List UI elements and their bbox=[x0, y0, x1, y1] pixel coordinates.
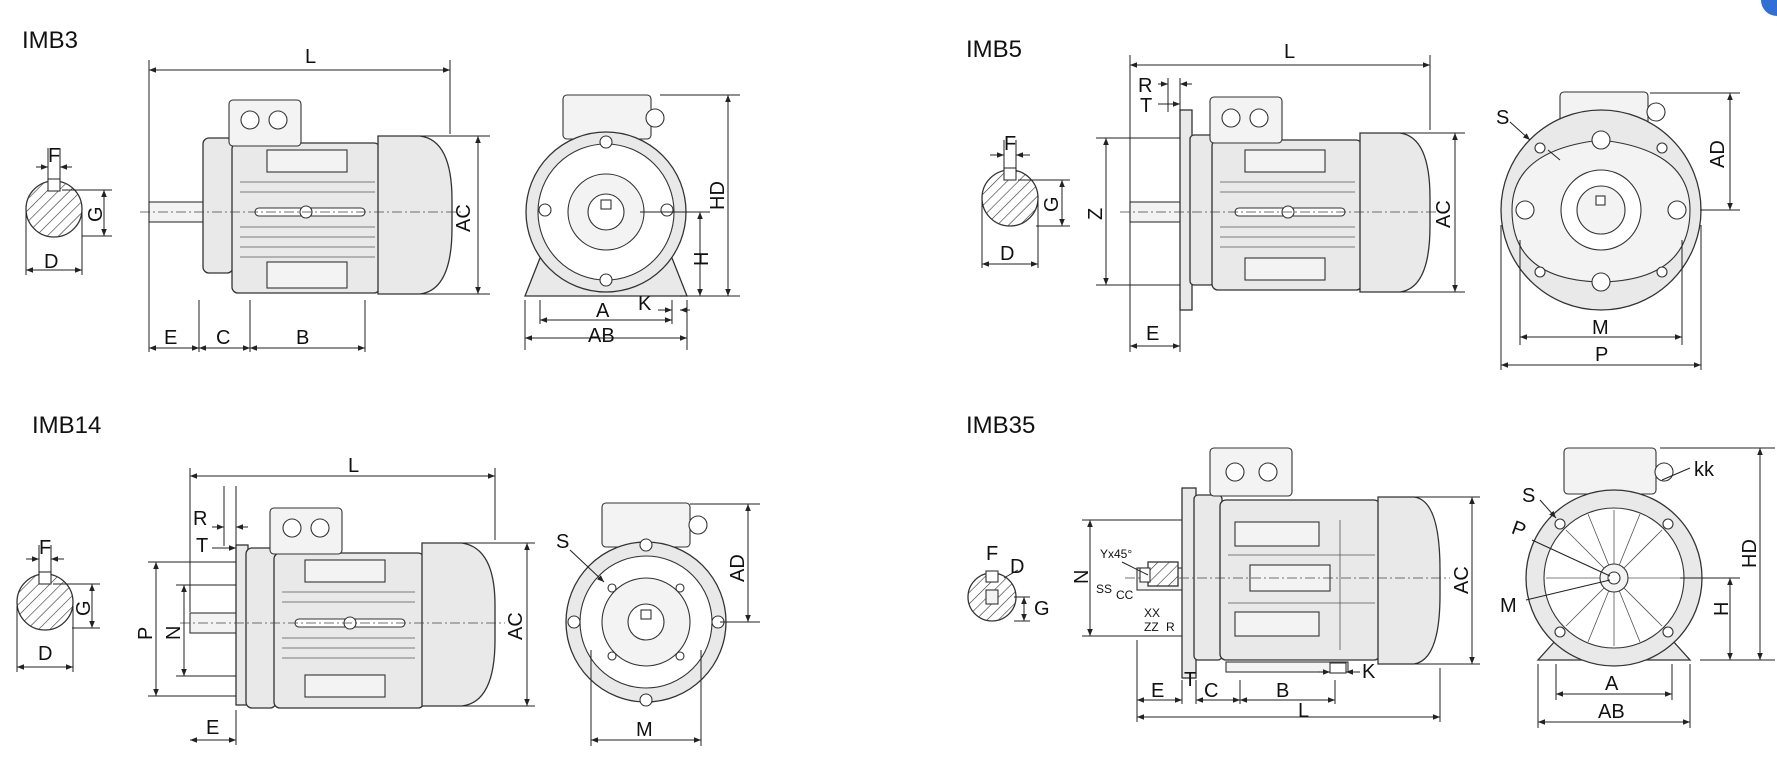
imb3-front-dims: HD H A AB K bbox=[524, 94, 740, 350]
label-xx: XX bbox=[1144, 606, 1160, 620]
label-D: D bbox=[38, 643, 52, 665]
label-AD: AD bbox=[727, 554, 749, 582]
label-G: G bbox=[85, 206, 107, 222]
label-AC: AC bbox=[453, 204, 475, 232]
label-F: F bbox=[1004, 133, 1016, 155]
imb3-front-view bbox=[524, 94, 688, 297]
label-Z: Z bbox=[1085, 208, 1107, 220]
label-S: S bbox=[1522, 485, 1535, 507]
label-A: A bbox=[1605, 673, 1619, 695]
imb14-side-view bbox=[180, 507, 505, 709]
corner-badge bbox=[1761, 0, 1777, 16]
title-imb14: IMB14 bbox=[32, 412, 101, 439]
label-S: S bbox=[556, 531, 569, 553]
label-D: D bbox=[1000, 243, 1014, 265]
label-F: F bbox=[39, 537, 51, 559]
label-D: D bbox=[44, 251, 58, 273]
imb35-side-view bbox=[1125, 447, 1450, 679]
label-H: H bbox=[1711, 602, 1733, 616]
imb3-side-dims: L AC E C B bbox=[148, 46, 490, 352]
label-HD: HD bbox=[707, 181, 729, 210]
label-M: M bbox=[1592, 317, 1609, 339]
title-imb3: IMB3 bbox=[22, 27, 78, 54]
imb35-shaft-section: F D G bbox=[967, 543, 1050, 622]
label-E: E bbox=[1151, 680, 1164, 702]
label-S: S bbox=[1496, 107, 1509, 129]
label-R: R bbox=[1166, 620, 1175, 634]
imb35-side-dims: N Yx45° SS CC XX ZZ R E T C B L K bbox=[1071, 496, 1480, 722]
label-M: M bbox=[1500, 595, 1517, 617]
imb5-shaft-section: F G D bbox=[981, 133, 1070, 268]
title-imb5: IMB5 bbox=[966, 36, 1022, 63]
label-T: T bbox=[1184, 669, 1196, 691]
view-imb35: IMB35 F D G bbox=[966, 412, 1775, 728]
imb5-side-dims: L R T Z E AC bbox=[1085, 41, 1465, 352]
label-F: F bbox=[986, 543, 998, 565]
label-F: F bbox=[48, 145, 60, 167]
label-R: R bbox=[193, 508, 207, 530]
label-AB: AB bbox=[1598, 701, 1625, 723]
label-H: H bbox=[691, 252, 713, 266]
imb14-front-dims: AD S M bbox=[556, 503, 760, 746]
label-AB: AB bbox=[588, 325, 615, 347]
label-HD: HD bbox=[1739, 539, 1761, 568]
label-L: L bbox=[1284, 41, 1295, 63]
label-AC: AC bbox=[1433, 200, 1455, 228]
label-L: L bbox=[348, 455, 359, 477]
imb5-front-dims: AD S M P bbox=[1496, 92, 1740, 370]
label-T: T bbox=[196, 535, 208, 557]
label-AC: AC bbox=[1451, 566, 1473, 594]
label-B: B bbox=[296, 327, 309, 349]
label-K: K bbox=[1362, 661, 1376, 683]
view-imb14: IMB14 F G D bbox=[16, 412, 760, 746]
label-AC: AC bbox=[505, 612, 527, 640]
label-L: L bbox=[305, 46, 316, 68]
imb35-front-dims: kk HD H S P M A AB bbox=[1500, 447, 1775, 728]
label-D: D bbox=[1010, 556, 1024, 578]
label-kk: kk bbox=[1694, 459, 1715, 481]
view-imb3: IMB3 F G D bbox=[22, 27, 740, 352]
imb14-front-view bbox=[565, 502, 727, 707]
imb35-front-view bbox=[1525, 447, 1703, 667]
label-P: P bbox=[1595, 344, 1608, 366]
label-cc: CC bbox=[1116, 588, 1134, 602]
label-P: P bbox=[135, 627, 157, 640]
label-C: C bbox=[216, 327, 230, 349]
label-G: G bbox=[1034, 598, 1050, 620]
label-N: N bbox=[1071, 570, 1093, 584]
label-E: E bbox=[1146, 323, 1159, 345]
imb3-side-view bbox=[140, 99, 462, 295]
imb5-front-view bbox=[1500, 91, 1702, 311]
label-L: L bbox=[1298, 700, 1309, 722]
label-E: E bbox=[206, 717, 219, 739]
label-R: R bbox=[1138, 75, 1152, 97]
label-E: E bbox=[164, 327, 177, 349]
label-G: G bbox=[73, 600, 95, 616]
label-ss: SS bbox=[1096, 582, 1112, 596]
imb3-shaft-section: F G D bbox=[25, 145, 112, 275]
label-P: P bbox=[1509, 517, 1529, 542]
imb14-shaft-section: F G D bbox=[16, 537, 100, 672]
label-K: K bbox=[638, 293, 652, 315]
label-M: M bbox=[636, 719, 653, 741]
imb5-side-view bbox=[1120, 96, 1440, 311]
label-G: G bbox=[1041, 196, 1063, 212]
label-zz: ZZ bbox=[1144, 620, 1159, 634]
label-N: N bbox=[163, 626, 185, 640]
view-imb5: IMB5 F G D bbox=[966, 36, 1740, 370]
title-imb35: IMB35 bbox=[966, 412, 1035, 439]
imb14-side-dims: L R T P N E AC bbox=[135, 455, 535, 745]
label-A: A bbox=[596, 300, 610, 322]
label-AD: AD bbox=[1707, 140, 1729, 168]
label-T: T bbox=[1140, 95, 1152, 117]
label-C: C bbox=[1204, 680, 1218, 702]
label-yx45: Yx45° bbox=[1100, 547, 1132, 561]
label-B: B bbox=[1276, 680, 1289, 702]
